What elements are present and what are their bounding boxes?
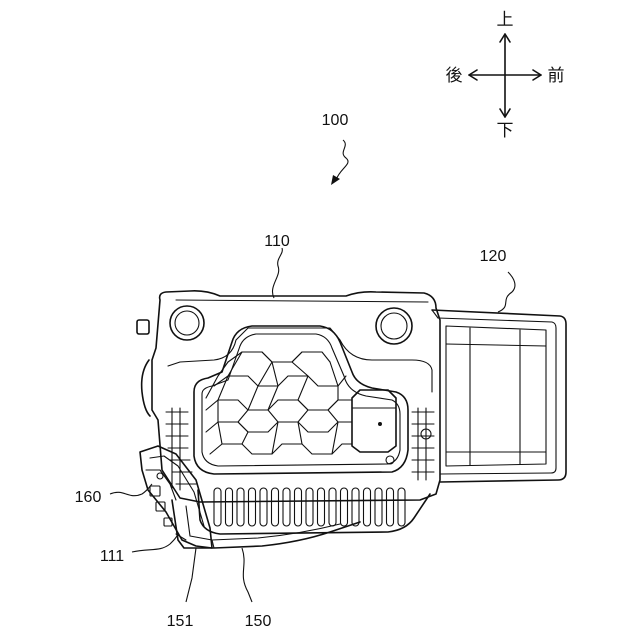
side-bracket-160	[140, 446, 212, 548]
cooling-fin	[375, 488, 382, 526]
ref-111-label: 111	[100, 548, 124, 565]
ref-120-label: 120	[480, 248, 507, 265]
assembly-reference: 100	[322, 112, 349, 185]
hex-mesh	[206, 352, 352, 454]
cooling-fin	[387, 488, 394, 526]
leader-arrowhead-icon	[331, 175, 340, 185]
cooling-fin	[249, 488, 256, 526]
left-ribs	[166, 408, 196, 490]
cooling-fin	[226, 488, 233, 526]
cooling-fins	[198, 488, 430, 534]
cooling-fin	[295, 488, 302, 526]
cooling-fin	[237, 488, 244, 526]
cooling-fin	[341, 488, 348, 526]
cooling-fin	[329, 488, 336, 526]
upper-case-110	[137, 291, 440, 502]
direction-down-label: 下	[497, 121, 514, 141]
cooling-fin	[398, 488, 405, 526]
ref-110-label: 110	[264, 233, 290, 250]
reference-labels: 110 120 160 111 151 150	[75, 233, 507, 630]
lower-guard-150	[172, 500, 360, 548]
direction-rear-label: 後	[446, 66, 463, 86]
cooling-fin	[283, 488, 290, 526]
cooling-fin	[214, 488, 221, 526]
ref-160-label: 160	[75, 489, 102, 506]
cooling-fin	[364, 488, 371, 526]
direction-front-label: 前	[548, 66, 565, 86]
ref-151-label: 151	[167, 613, 194, 630]
direction-up-label: 上	[497, 10, 514, 30]
ref-100-label: 100	[322, 112, 349, 129]
ref-150-label: 150	[245, 613, 272, 630]
cooling-fin	[260, 488, 267, 526]
cooling-fin	[306, 488, 313, 526]
cooling-fin	[272, 488, 279, 526]
cooling-fin	[352, 488, 359, 526]
direction-indicator: 上 下 前 後	[446, 10, 565, 141]
right-ribs	[412, 408, 434, 480]
side-box-120	[432, 310, 566, 482]
cooling-fin	[318, 488, 325, 526]
